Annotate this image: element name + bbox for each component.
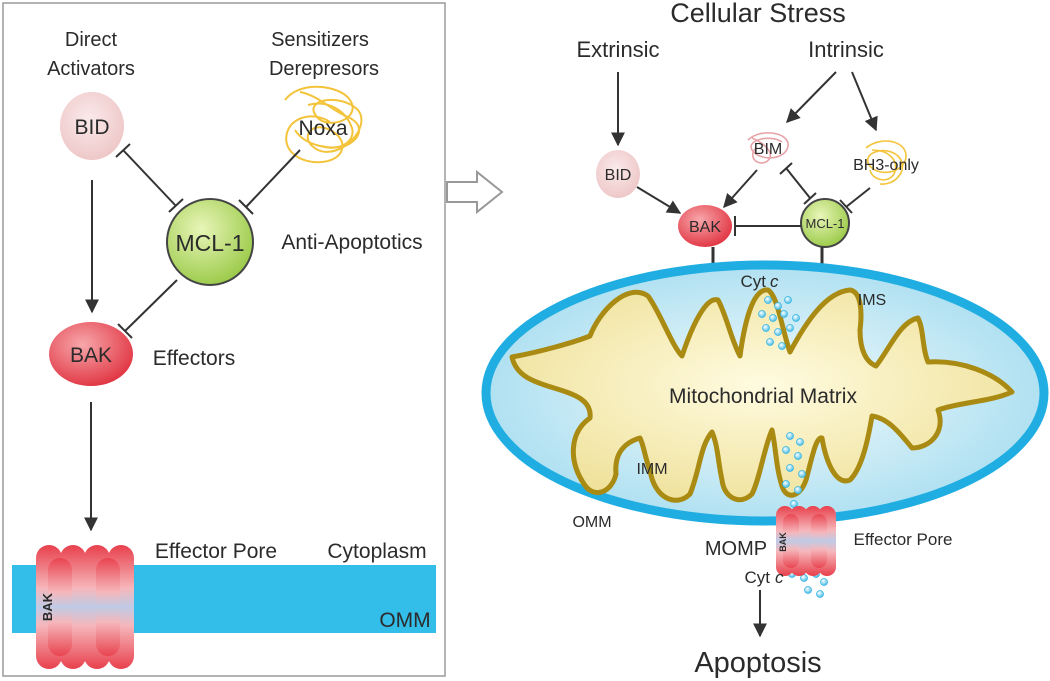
omm-label: OMM: [379, 609, 430, 632]
bid-mcl1-bar-bid-end: [115, 143, 131, 158]
cyt-c-dots-top: [758, 296, 800, 350]
inner-membrane-imm: [509, 287, 1015, 503]
mcl1-node: [166, 198, 254, 286]
cyt-c-top-italic: c: [770, 272, 779, 291]
right-panel: Cellular Stress Extrinsic Intrinsic BID …: [481, 0, 1049, 679]
bak-node: [49, 322, 133, 386]
effector-pore: [36, 545, 134, 669]
right-mcl1-label: MCL-1: [805, 216, 844, 231]
cyt-c-top-label: Cyt: [741, 272, 767, 291]
sensitizers-label-1: Sensitizers: [271, 29, 369, 51]
bid-mcl1-inhibition: [122, 149, 177, 207]
anti-apoptotics-label: Anti-Apoptotics: [281, 231, 422, 254]
bid-label: BID: [74, 116, 109, 139]
imm-label: IMM: [636, 461, 667, 478]
bh3-mcl1-bar: [839, 199, 853, 214]
pore-bak-label: BAK: [40, 592, 55, 621]
sensitizers-label-2: Derepresors: [269, 58, 379, 80]
bim-label: BIM: [754, 141, 782, 158]
cyt-c-bottom-label: Cyt: [745, 568, 771, 587]
intrinsic-to-bim-arrow: [786, 71, 837, 123]
bh3-only-node: [865, 140, 907, 185]
noxa-label: Noxa: [298, 117, 347, 140]
ims-label: IMS: [858, 292, 886, 309]
bid-to-bak-arrow-right: [636, 186, 682, 214]
cellular-stress-title: Cellular Stress: [670, 0, 846, 28]
extrinsic-label: Extrinsic: [576, 37, 659, 62]
bim-mcl1-bar-a: [779, 162, 793, 175]
mitochondrial-matrix-label: Mitochondrial Matrix: [669, 385, 857, 408]
effector-pore-label: Effector Pore: [155, 540, 277, 563]
noxa-node: [284, 85, 363, 164]
bim-to-bak-arrow: [723, 169, 758, 209]
direct-activators-label-2: Activators: [47, 58, 135, 80]
bh3-mcl1-inhibition: [845, 187, 871, 208]
intrinsic-to-bh3-arrow: [851, 71, 878, 132]
bid-mcl1-bar-mcl1-end: [168, 198, 184, 213]
mcl1-label: MCL-1: [175, 230, 244, 256]
right-bid-label: BID: [605, 167, 632, 184]
right-effector-pore: [776, 506, 836, 576]
bim-mcl1-bar-b: [803, 192, 817, 205]
momp-label: MOMP: [705, 538, 767, 560]
bid-node: [60, 92, 124, 160]
bh3-only-label: BH3-only: [853, 157, 919, 174]
transition-arrow-icon: [446, 169, 504, 215]
noxa-mcl1-inhibition: [245, 149, 301, 208]
bim-mcl1-inhibition: [785, 167, 811, 199]
apoptosis-label: Apoptosis: [694, 647, 821, 679]
right-bak-label: BAK: [689, 219, 721, 236]
left-panel: Direct Activators Sensitizers Derepresor…: [2, 2, 446, 677]
mcl1-bak-bar: [117, 323, 133, 339]
bak-label: BAK: [70, 344, 112, 367]
direct-activators-label-1: Direct: [65, 29, 118, 51]
right-pore-bak-label: BAK: [778, 532, 788, 552]
bim-node: [747, 132, 789, 164]
cytoplasm-label: Cytoplasm: [327, 540, 426, 563]
noxa-mcl1-bar: [238, 199, 254, 215]
cyt-c-bottom-italic: c: [775, 568, 784, 587]
effectors-label: Effectors: [153, 347, 235, 370]
right-bak-node: [678, 205, 732, 247]
right-mcl1-node: [800, 198, 850, 248]
right-effector-pore-label: Effector Pore: [854, 530, 953, 549]
right-bid-node: [596, 150, 640, 198]
intrinsic-label: Intrinsic: [808, 37, 884, 62]
mcl1-bak-inhibition: [124, 279, 178, 332]
omm-right-label: OMM: [572, 514, 611, 531]
